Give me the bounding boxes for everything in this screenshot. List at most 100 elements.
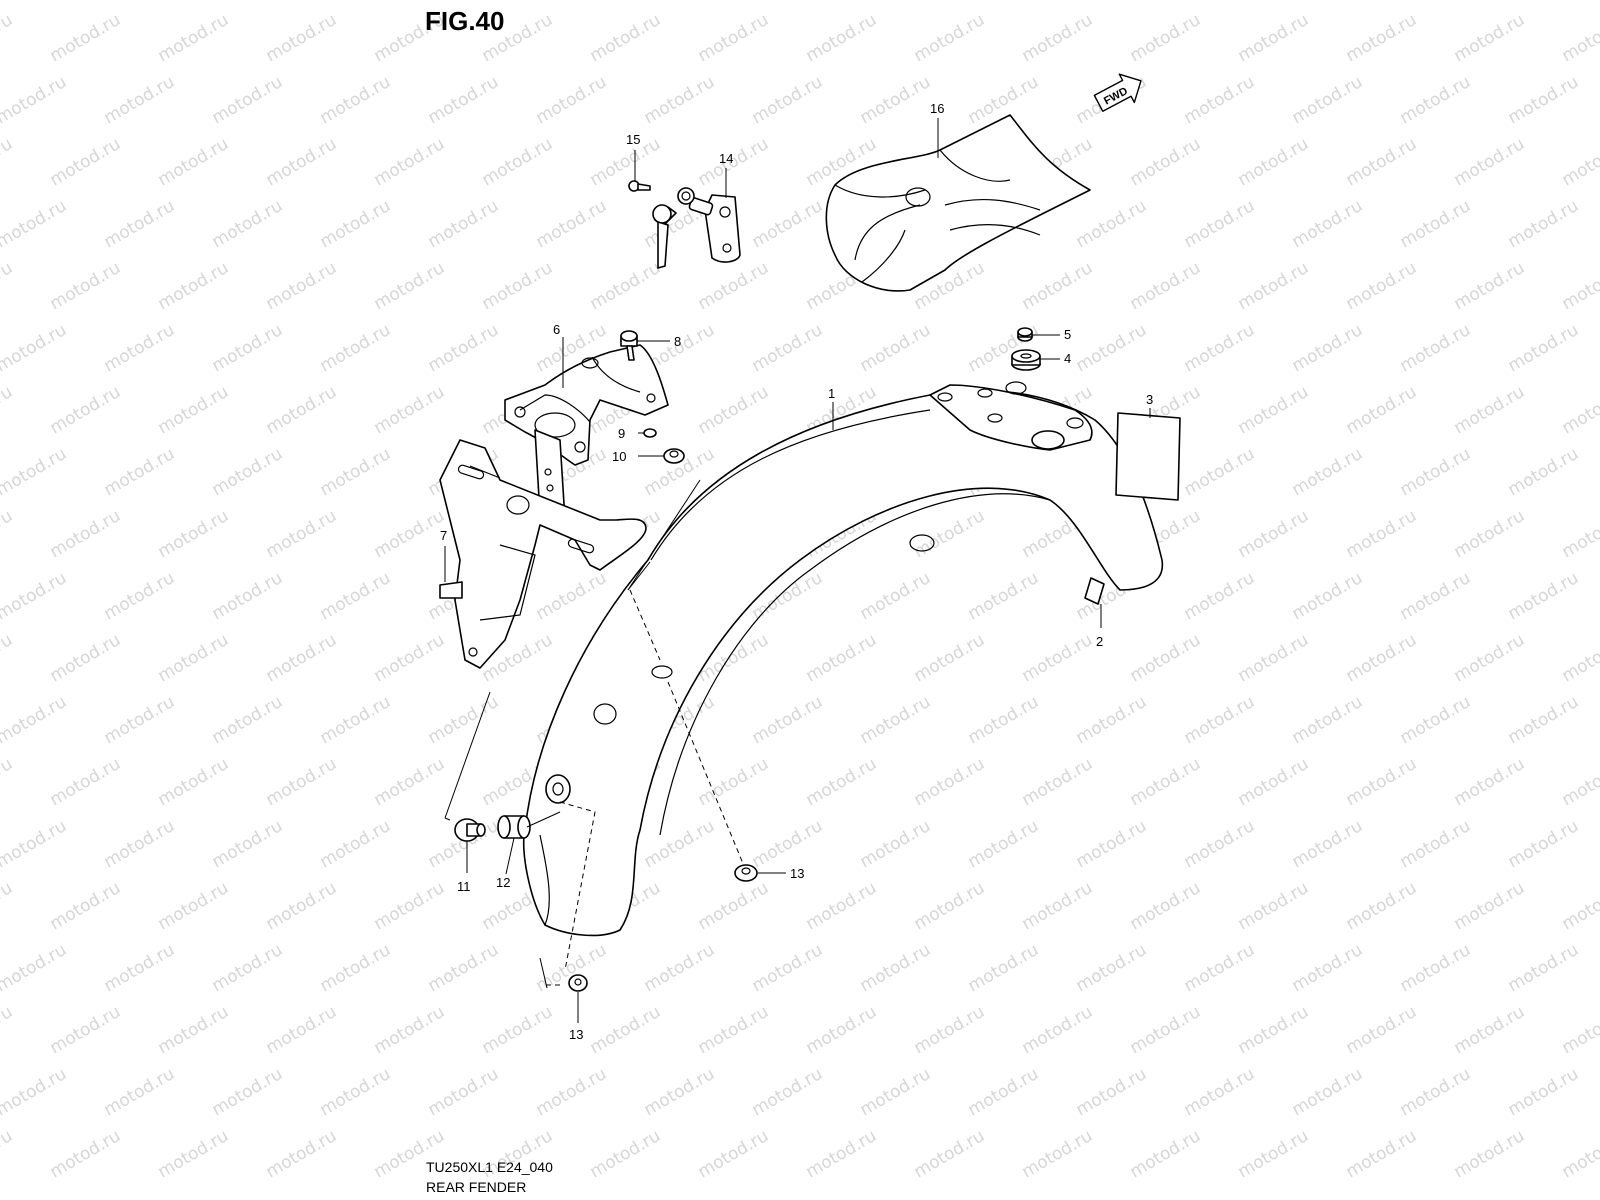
watermark-text: motod.ru <box>1073 692 1151 748</box>
watermark-text: motod.ru <box>1451 754 1529 810</box>
watermark-text: motod.ru <box>857 816 935 872</box>
watermark-text: motod.ru <box>1343 258 1421 314</box>
watermark-text: motod.ru <box>1505 568 1583 624</box>
callout-labels: 1 2 3 4 5 6 7 8 9 10 11 12 13 13 14 15 1… <box>440 101 1153 1042</box>
watermark-text: motod.ru <box>1559 754 1600 810</box>
watermark-text: motod.ru <box>1289 320 1367 376</box>
watermark-text: motod.ru <box>101 444 179 500</box>
watermark-text: motod.ru <box>263 754 341 810</box>
watermark-text: motod.ru <box>1451 134 1529 190</box>
watermark-text: motod.ru <box>263 506 341 562</box>
watermark-text: motod.ru <box>1073 196 1151 252</box>
callout-8: 8 <box>674 334 681 349</box>
watermark-text: motod.ru <box>1289 692 1367 748</box>
watermark-text: motod.ru <box>587 10 665 66</box>
watermark-text: motod.ru <box>1127 1126 1205 1182</box>
callout-11: 11 <box>457 879 471 894</box>
watermark-text: motod.ru <box>803 754 881 810</box>
watermark-text: motod.ru <box>101 320 179 376</box>
watermark-text: motod.ru <box>749 940 827 996</box>
watermark-text: motod.ru <box>1343 878 1421 934</box>
watermark-text: motod.ru <box>695 10 773 66</box>
watermark-text: motod.ru <box>101 816 179 872</box>
part-13-nut-lower <box>568 974 588 992</box>
watermark-text: motod.ru <box>425 72 503 128</box>
watermark-text: motod.ru <box>1559 382 1600 438</box>
watermark-text: motod.ru <box>803 630 881 686</box>
watermark-text: motod.ru <box>47 630 125 686</box>
watermark-text: motod.ru <box>155 506 233 562</box>
watermark-text: motod.ru <box>965 568 1043 624</box>
watermark-text: motod.ru <box>371 754 449 810</box>
watermark-text: motod.ru <box>1127 134 1205 190</box>
watermark-text: motod.ru <box>641 940 719 996</box>
callout-9: 9 <box>618 426 625 441</box>
watermark-text: motod.ru <box>371 630 449 686</box>
watermark-text: motod.ru <box>1289 72 1367 128</box>
watermark-text: motod.ru <box>1019 1126 1097 1182</box>
part-1-rear-fender <box>522 381 1164 937</box>
watermark-text: motod.ru <box>425 692 503 748</box>
watermark-text: motod.ru <box>1073 816 1151 872</box>
watermark-text: motod.ru <box>1127 258 1205 314</box>
watermark-text: motod.ru <box>1019 754 1097 810</box>
watermark-text: motod.ru <box>155 630 233 686</box>
watermark-text: motod.ru <box>209 940 287 996</box>
watermark-text: motod.ru <box>263 382 341 438</box>
watermark-text: motod.ru <box>1559 630 1600 686</box>
watermark-text: motod.ru <box>1343 134 1421 190</box>
watermark-text: motod.ru <box>641 72 719 128</box>
watermark-text: motod.ru <box>695 1002 773 1058</box>
watermark-text: motod.ru <box>47 1002 125 1058</box>
watermark-text: motod.ru <box>1181 1064 1259 1120</box>
watermark-text: motod.ru <box>1451 630 1529 686</box>
part-3-label <box>1115 412 1181 501</box>
watermark-text: motod.ru <box>965 692 1043 748</box>
watermark-text: motod.ru <box>1127 878 1205 934</box>
part-12-spacer <box>497 815 531 839</box>
callout-5: 5 <box>1064 327 1071 342</box>
watermark-text: motod.ru <box>47 878 125 934</box>
watermark-text: motod.ru <box>371 506 449 562</box>
watermark-text: motod.ru <box>965 0 1043 4</box>
watermark-text: motod.ru <box>749 196 827 252</box>
watermark-text: motod.ru <box>317 940 395 996</box>
watermark-text: motod.ru <box>1181 196 1259 252</box>
watermark-text: motod.ru <box>1451 10 1529 66</box>
callout-3: 3 <box>1146 392 1153 407</box>
watermark-text: motod.ru <box>1397 72 1475 128</box>
watermark-text: motod.ru <box>1343 382 1421 438</box>
watermark-text: motod.ru <box>371 1002 449 1058</box>
watermark-text: motod.ru <box>1505 320 1583 376</box>
watermark-text: motod.ru <box>1559 1126 1600 1182</box>
watermark-text: motod.ru <box>695 878 773 934</box>
part-7-lower-bracket <box>439 439 647 669</box>
part-9-washer <box>643 428 657 438</box>
callout-1: 1 <box>828 386 835 401</box>
watermark-text: motod.ru <box>1451 1002 1529 1058</box>
watermark-text: motod.ru <box>1073 1064 1151 1120</box>
watermark-text: motod.ru <box>965 940 1043 996</box>
watermark-text: motod.ru <box>803 1002 881 1058</box>
watermark-text: motod.ru <box>1505 692 1583 748</box>
watermark-text: motod.ru <box>101 0 179 4</box>
watermark-text: motod.ru <box>155 754 233 810</box>
watermark-text: motod.ru <box>1235 630 1313 686</box>
watermark-text: motod.ru <box>0 320 70 376</box>
watermark-text: motod.ru <box>1505 196 1583 252</box>
part-13-nut-upper <box>734 864 758 882</box>
watermark-text: motod.ru <box>0 444 70 500</box>
watermark-text: motod.ru <box>857 940 935 996</box>
watermark-text: motod.ru <box>0 940 70 996</box>
callout-14: 14 <box>719 151 733 166</box>
watermark-text: motod.ru <box>533 1064 611 1120</box>
callout-13-lower: 13 <box>569 1027 583 1042</box>
watermark-text: motod.ru <box>1451 258 1529 314</box>
leader-lines <box>444 118 1151 1023</box>
watermark-text: motod.ru <box>47 754 125 810</box>
watermark-text: motod.ru <box>911 10 989 66</box>
watermark-text: motod.ru <box>695 382 773 438</box>
watermark-text: motod.ru <box>1559 10 1600 66</box>
watermark-text: motod.ru <box>1127 630 1205 686</box>
watermark-text: motod.ru <box>0 0 70 4</box>
